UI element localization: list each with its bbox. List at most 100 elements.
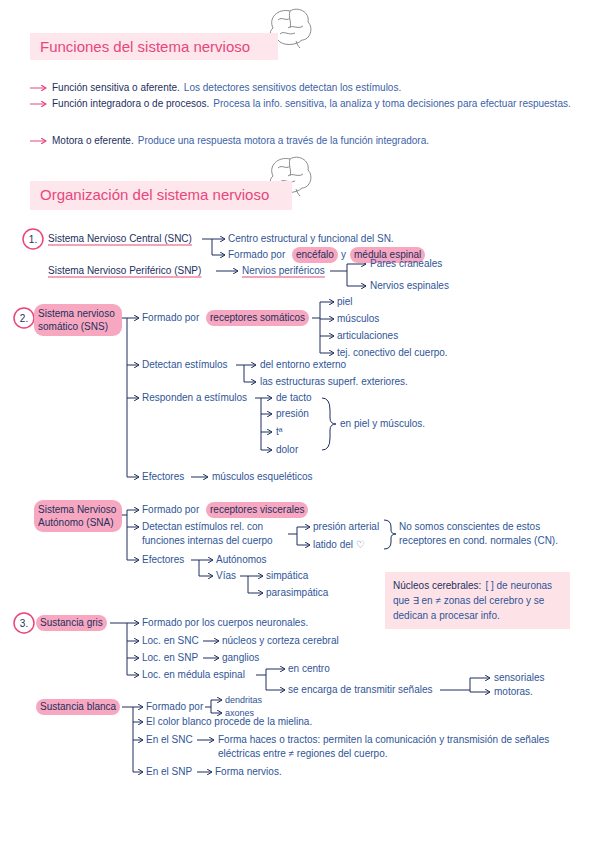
circle-outline xyxy=(14,308,34,328)
text-line: Centro estructural y funcional del SN. xyxy=(228,232,394,246)
text-line: Formado por xyxy=(146,700,203,714)
text-line: Vías xyxy=(216,569,236,583)
text-line: No somos conscientes de estos receptores… xyxy=(399,520,579,548)
highlight-box: Sistema Nervioso Autónomo (SNA) xyxy=(34,500,122,532)
note-text: se encarga de transmitir señales xyxy=(288,684,433,695)
note-text: Función sensitiva o aferente. xyxy=(52,82,180,93)
leader-arrow xyxy=(127,623,139,624)
note-text: Autónomos xyxy=(216,554,267,565)
text-line: Pares craneales xyxy=(370,257,442,271)
text-line: Loc. en SNP xyxy=(142,651,198,665)
leader-arrow xyxy=(248,593,263,594)
text-line: Formado por xyxy=(142,503,199,517)
leader-arrow xyxy=(261,450,272,451)
highlight-box: Sustancia gris xyxy=(36,615,107,631)
note-text: El color blanco procede de la mielina. xyxy=(146,716,312,727)
leader-arrow xyxy=(127,560,139,561)
text-line: sensoriales xyxy=(494,671,545,685)
note-text: Nervios periféricos xyxy=(242,265,325,276)
leader-arrow xyxy=(244,382,256,383)
text-line: y xyxy=(341,248,346,262)
leader-arrow xyxy=(127,527,139,528)
text-line: en piel y músculos. xyxy=(340,417,425,431)
note-text: presión xyxy=(276,408,309,419)
branch-line xyxy=(312,302,320,353)
text-line: las estructuras superf. exteriores. xyxy=(260,375,408,389)
curly-brace xyxy=(322,398,336,450)
text-line: Formado por xyxy=(142,311,199,325)
leader-arrow xyxy=(320,353,334,354)
text-line: Efectores xyxy=(142,470,184,484)
note-text: Núcleos cerebrales: xyxy=(393,580,481,591)
note-text: parasimpática xyxy=(266,587,328,598)
note-text: En el SNC xyxy=(146,734,193,745)
text-line: simpática xyxy=(266,569,308,583)
leader-arrow xyxy=(261,414,272,415)
note-text: Vías xyxy=(216,570,236,581)
step-circle: 3. xyxy=(13,612,35,634)
note-text: presión arterial xyxy=(313,521,379,532)
heading-text: Funciones del sistema nervioso xyxy=(40,38,250,55)
highlight-box: receptores viscerales xyxy=(206,502,308,518)
note-text: Formado por xyxy=(142,312,199,323)
text-line: músculos xyxy=(337,312,379,326)
leader-arrow xyxy=(203,658,219,659)
leader-arrow xyxy=(320,336,334,337)
text-line: tª xyxy=(276,425,282,439)
text-line: motoras. xyxy=(494,685,533,699)
leader-arrow xyxy=(197,772,212,773)
leader-arrow xyxy=(127,675,139,676)
curly-brace xyxy=(384,520,396,549)
leader-arrow xyxy=(212,239,225,240)
branch-line xyxy=(205,700,211,713)
leader-arrow xyxy=(133,772,143,773)
text-line: núcleos y corteza cerebral xyxy=(222,634,339,648)
text-line: músculos esqueléticos xyxy=(212,470,313,484)
leader-arrow xyxy=(127,318,139,319)
branch-line xyxy=(122,318,127,477)
note-text: Motora o eferente. xyxy=(52,135,134,146)
step-number: 1. xyxy=(29,234,37,245)
leader-arrow xyxy=(320,302,334,303)
leader-arrow xyxy=(244,365,256,366)
step-circle: 1. xyxy=(22,228,44,250)
text-line: Forma haces o tractos: permiten la comun… xyxy=(218,733,568,761)
note-text: Forma haces o tractos: permiten la comun… xyxy=(218,734,549,759)
note-text: Detectan estímulos rel. con funciones in… xyxy=(142,521,273,546)
bullet-arrow xyxy=(30,141,46,142)
heading-text: Organización del sistema nervioso xyxy=(40,186,269,203)
leader-arrow xyxy=(199,576,213,577)
note-text: Loc. en SNC xyxy=(142,635,199,646)
highlight-text: Sistema nervioso somático (SNS) xyxy=(38,308,115,332)
leader-arrow xyxy=(133,722,143,723)
text-line: Loc. en SNC xyxy=(142,634,199,648)
note-text: y xyxy=(341,249,346,260)
leader-arrow xyxy=(197,740,214,741)
note-text: En el SNP xyxy=(146,766,192,777)
text-line: del entorno externo xyxy=(260,358,346,372)
leader-arrow xyxy=(199,560,213,561)
text-line: Formado por xyxy=(228,248,285,262)
note-text: articulaciones xyxy=(337,330,398,341)
note-box: Núcleos cerebrales:[ ] de neuronas que ∃… xyxy=(385,572,570,629)
note-text: Efectores xyxy=(142,554,184,565)
highlight-text: Sustancia blanca xyxy=(40,701,116,712)
leader-arrow xyxy=(133,740,143,741)
note-text: en piel y músculos. xyxy=(340,418,425,429)
note-text: Sistema Nervioso Periférico (SNP) xyxy=(48,265,201,276)
branch-line xyxy=(288,527,297,545)
leader-arrow xyxy=(127,398,139,399)
leader-arrow xyxy=(127,510,139,511)
note-text: Nervios espinales xyxy=(370,280,449,291)
leader-arrow xyxy=(127,365,139,366)
branch-line xyxy=(240,576,248,593)
text-line: Motora o eferente.Produce una respuesta … xyxy=(52,133,572,149)
leader-arrow xyxy=(127,658,139,659)
leader-arrow xyxy=(261,432,272,433)
text-line: presión arterial xyxy=(313,520,379,534)
leader-arrow xyxy=(297,527,310,528)
branch-line xyxy=(122,510,127,560)
highlight-text: Sustancia gris xyxy=(40,617,103,628)
highlight-text: receptores somáticos xyxy=(210,312,305,323)
highlight-box: Sustancia blanca xyxy=(36,699,120,715)
